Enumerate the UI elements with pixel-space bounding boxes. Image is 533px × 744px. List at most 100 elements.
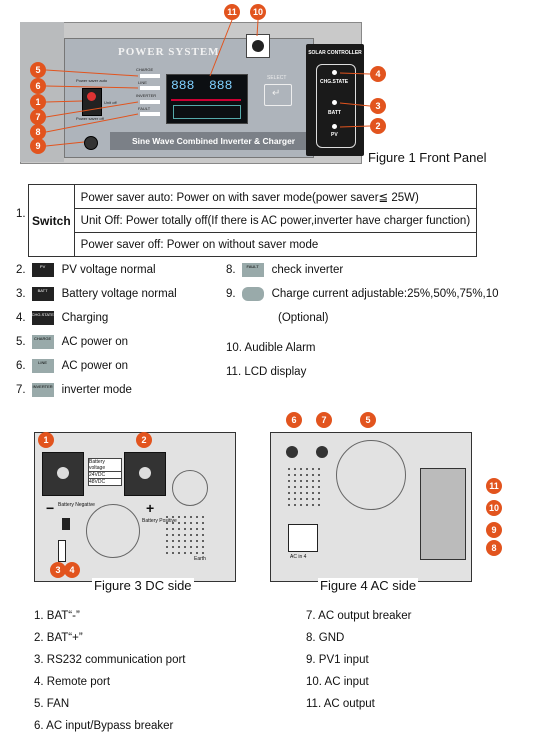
- led-inverter: [140, 100, 160, 104]
- list-item: 6. AC input/Bypass breaker: [34, 720, 174, 732]
- callout-4: 4: [370, 66, 386, 82]
- callout-7: 7: [316, 412, 332, 428]
- battery-positive-label: Battery Positive: [142, 518, 177, 524]
- terminal-bat-neg: [42, 452, 84, 496]
- dc-vent: [164, 514, 208, 554]
- led-line: [140, 86, 160, 90]
- alarm-speaker-icon: [246, 34, 270, 58]
- chg-state-indicator-icon: CHG.STATE: [31, 311, 54, 325]
- list-item: 3. RS232 communication port: [34, 654, 186, 666]
- solar-label-batt: BATT: [328, 110, 341, 116]
- solar-label-chg-state: CHG.STATE: [320, 79, 349, 85]
- ac-inlet-label: AC in 4: [290, 554, 307, 560]
- callout-6: 6: [286, 412, 302, 428]
- brand-label: POWER SYSTEM: [118, 46, 220, 58]
- earth-label: Earth: [194, 556, 206, 562]
- callout-8: 8: [30, 124, 46, 140]
- callout-4: 4: [64, 562, 80, 578]
- ac-output-breaker: [316, 446, 328, 458]
- callout-11: 11: [486, 478, 502, 494]
- switch-number: 1.: [16, 208, 26, 220]
- pv-indicator-icon: PV: [31, 263, 54, 277]
- callout-leaders: [45, 19, 371, 147]
- callout-9: 9: [30, 138, 46, 154]
- led-label-line: LINE: [138, 80, 147, 85]
- lcd-indicator-bar: [171, 99, 241, 101]
- switch-table: Switch Power saver auto: Power on with s…: [28, 184, 478, 257]
- figure-4-caption: Figure 4 AC side: [318, 578, 419, 593]
- solar-controller-title: SOLAR CONTROLLER: [308, 50, 362, 56]
- led-batt: [332, 100, 337, 105]
- callout-5: 5: [360, 412, 376, 428]
- switch-label-auto: Power saver auto: [76, 78, 108, 83]
- led-chg-state: [332, 70, 337, 75]
- dc-fan-grill: [86, 504, 140, 558]
- callout-7: 7: [30, 109, 46, 125]
- power-icon: [87, 92, 96, 101]
- switch-label-saver-off: Power saver off: [76, 116, 104, 121]
- led-label-fault: FAULT: [138, 106, 151, 111]
- list-item: 8. GND: [306, 632, 345, 644]
- list-item: 10. AC input: [306, 676, 369, 688]
- callout-1: 1: [30, 94, 46, 110]
- panel-strip: [110, 132, 310, 150]
- callout-3: 3: [50, 562, 66, 578]
- minus-icon: −: [46, 500, 55, 516]
- select-button[interactable]: SELECT ↵: [264, 75, 292, 106]
- list-item: 1. BAT“-”: [34, 610, 80, 622]
- dc-small-fan-grill: [172, 470, 208, 506]
- callout-9: 9: [486, 522, 502, 538]
- lcd-display: 888 888: [166, 74, 248, 124]
- parts-list-right: 7. AC output breaker 8. GND 9. PV1 input…: [306, 610, 411, 720]
- ac-input-breaker: [286, 446, 298, 458]
- callout-10: 10: [250, 4, 266, 20]
- battery-voltage-label: Battery voltage 24VDC 48VDC: [88, 458, 122, 486]
- plus-icon: +: [146, 500, 155, 516]
- list-item: 7. AC output breaker: [306, 610, 412, 622]
- fault-led-icon: FAULT: [241, 263, 264, 277]
- solar-indicator-box: [316, 64, 356, 148]
- switch-row: Unit Off: Power totally off(If there is …: [73, 208, 478, 233]
- figure-1-caption: Figure 1 Front Panel: [368, 150, 487, 165]
- switch-row: Power saver auto: Power on with saver mo…: [73, 184, 478, 209]
- line-led-icon: LINE: [31, 359, 54, 373]
- rs232-port: [58, 540, 66, 562]
- list-item: 9. PV1 input: [306, 654, 369, 666]
- led-label-charge: CHARGE: [136, 67, 154, 72]
- led-fault: [140, 112, 160, 116]
- lcd-battery-graph: [173, 105, 241, 119]
- led-charge: [140, 74, 160, 78]
- charge-current-knob[interactable]: [84, 136, 98, 150]
- legend-item: 9.Charge current adjustable:25%,50%,75%,…: [226, 287, 499, 301]
- lcd-digits-right: 888: [209, 78, 233, 93]
- callout-10: 10: [486, 500, 502, 516]
- ac-inlet: [288, 524, 318, 552]
- callout-5: 5: [30, 62, 46, 78]
- enter-icon: ↵: [272, 88, 281, 99]
- callout-1: 1: [38, 432, 54, 448]
- callout-6: 6: [30, 78, 46, 94]
- remote-port: [62, 518, 70, 530]
- lcd-digits-left: 888: [171, 78, 195, 93]
- list-item: 11. AC output: [306, 698, 375, 710]
- terminal-bat-pos: [124, 452, 166, 496]
- solar-label-pv: PV: [331, 132, 338, 138]
- knob-icon: [241, 287, 264, 301]
- battery-negative-label: Battery Negative: [58, 502, 95, 508]
- select-label: SELECT: [267, 75, 287, 81]
- inverter-led-icon: INVERTER: [31, 383, 54, 397]
- switch-label-off: Unit off: [104, 100, 117, 105]
- batt-indicator-icon: BATT: [31, 287, 54, 301]
- callout-8: 8: [486, 540, 502, 556]
- led-label-inverter: INVERTER: [136, 93, 157, 98]
- charge-led-icon: CHARGE: [31, 335, 54, 349]
- ac-vent: [286, 466, 322, 510]
- switch-row: Power saver off: Power on without saver …: [73, 232, 478, 257]
- panel-strip-label: Sine Wave Combined Inverter & Charger: [132, 136, 296, 146]
